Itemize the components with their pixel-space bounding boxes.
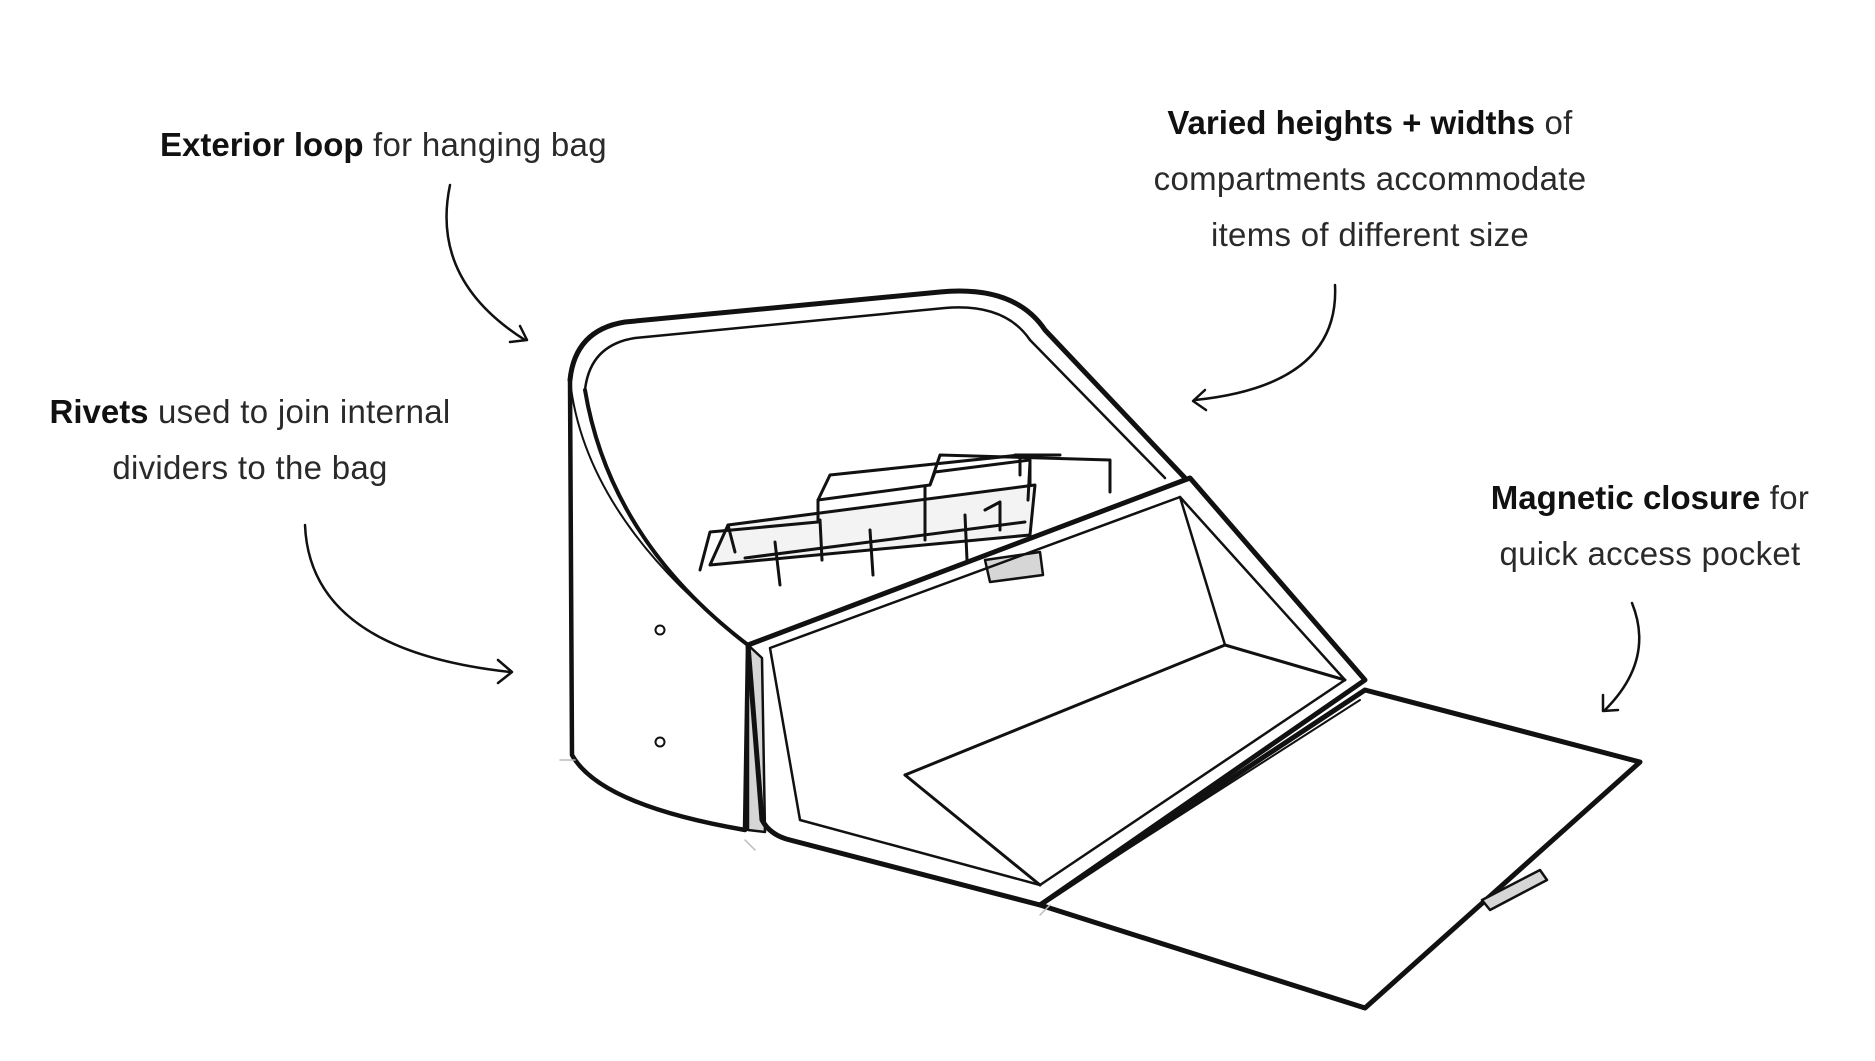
rivet [654,736,666,748]
magnet-tab [1480,868,1549,912]
rivet [654,624,666,636]
front-tab [983,550,1045,584]
side-curve [583,388,750,647]
back-panel-inner-rim [583,306,1167,480]
arrow-rivets [303,523,514,685]
annotation-magnetic-closure: Magnetic closure for quick access pocket [1440,470,1860,582]
annotation-rivets: Rivets used to join internal dividers to… [20,384,480,496]
back-panel [567,288,1188,481]
annotation-magnetic-bold: Magnetic closure [1490,479,1761,516]
annotation-rivets-line2: dividers to the bag [112,449,388,486]
annotation-varied-rest: of [1535,104,1573,141]
construction-line [559,759,1051,916]
left-side-wall [567,377,751,833]
annotation-exterior-loop-bold: Exterior loop [160,126,364,163]
arrow-varied [1191,283,1337,412]
annotation-exterior-loop: Exterior loop for hanging bag [160,117,607,173]
annotation-magnetic-line2: quick access pocket [1499,535,1801,572]
flap-opening [903,643,1347,777]
front-flap-inner [768,495,1347,887]
annotation-varied-line2: compartments accommodate [1153,160,1587,197]
annotation-varied-heights: Varied heights + widths of compartments … [1090,95,1650,263]
annotation-rivets-bold: Rivets [49,393,149,430]
front-flap-outer [745,475,1368,908]
annotation-exterior-loop-rest: for hanging bag [363,126,607,163]
arrow-magnetic [1601,601,1641,713]
compartment-dividers [698,453,1112,587]
open-lid [1037,687,1643,1011]
annotation-rivets-rest: used to join internal [148,393,451,430]
annotation-varied-bold: Varied heights + widths [1167,104,1536,141]
annotation-varied-line3: items of different size [1210,216,1530,253]
arrow-exterior-loop [445,183,529,344]
annotation-magnetic-rest: for [1760,479,1810,516]
